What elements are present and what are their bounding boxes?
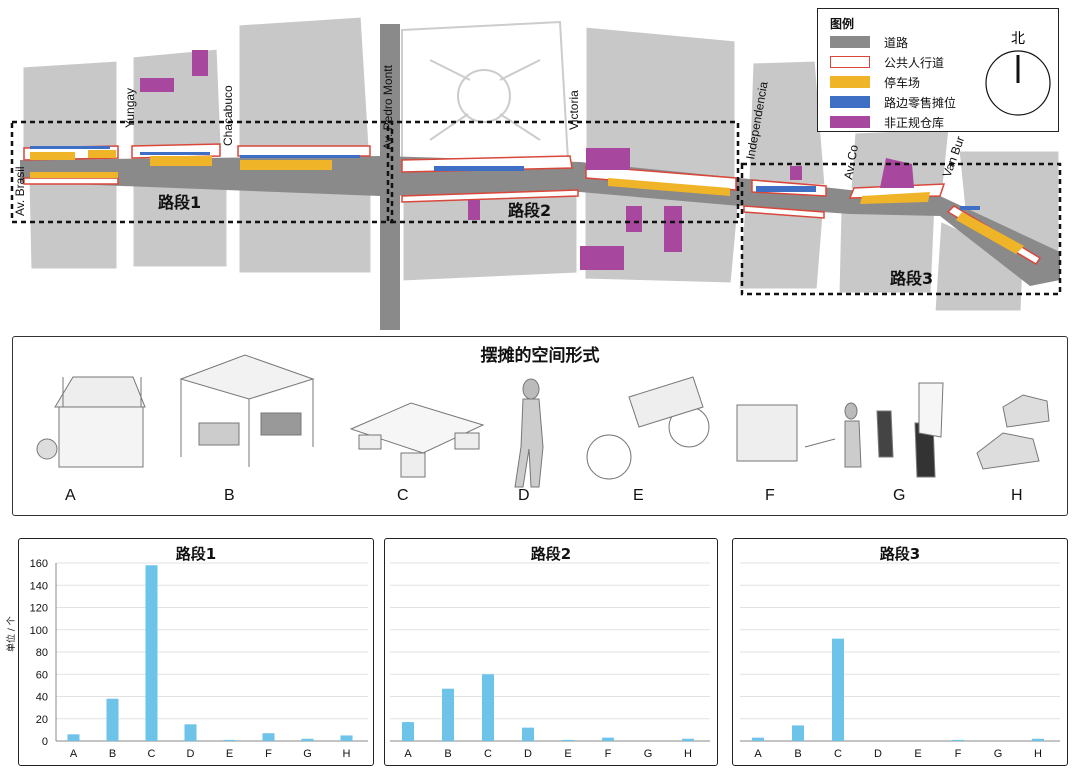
form-letter: F: [765, 487, 775, 504]
form-letter: D: [518, 487, 530, 504]
svg-text:北: 北: [1011, 31, 1025, 47]
legend-item: 公共人行道: [830, 53, 944, 71]
legend-swatch: [830, 96, 870, 108]
segment-label: 路段2: [508, 201, 551, 220]
segment-label: 路段1: [158, 193, 201, 212]
stall-forms-panel: 摆摊的空间形式: [12, 336, 1068, 516]
legend-label: 路边零售摊位: [884, 95, 957, 110]
street-label: Av. Co: [841, 143, 861, 180]
stall-illustrations: [36, 354, 1050, 488]
legend-item: 非正规仓库: [830, 113, 944, 131]
street-label: Yungay: [123, 88, 137, 128]
chart-title: 路段3: [879, 545, 921, 563]
street-label: Av. Pedro Montt: [381, 64, 395, 150]
form-letter: B: [224, 487, 235, 504]
legend-swatch: [830, 116, 870, 128]
street-label: Chacabuco: [221, 85, 235, 146]
y-axis-label: 单位 / 个: [7, 616, 17, 652]
segment-label: 路段3: [890, 269, 933, 288]
chart-panel-3: 路段3: [732, 538, 1068, 766]
chart-title: 路段2: [530, 545, 572, 563]
chart-panel-2: 路段2: [384, 538, 718, 766]
chart-title: 路段1: [175, 545, 217, 563]
legend-swatch: [830, 56, 870, 68]
legend-item: 路边零售摊位: [830, 93, 956, 111]
form-letter: G: [893, 487, 906, 504]
form-letter: E: [633, 487, 644, 504]
chart-panel-1: 路段1: [18, 538, 374, 766]
map-legend: 图例 道路 公共人行道 停车场 路边零售摊位 非正规仓库 北: [817, 8, 1059, 132]
street-map: Av. Brasil Yungay Chacabuco Av. Pedro Mo…: [10, 14, 1062, 330]
form-letter: C: [397, 487, 409, 504]
legend-title: 图例: [830, 17, 855, 31]
form-letter: H: [1011, 487, 1023, 504]
form-letter: A: [65, 487, 76, 504]
legend-item: 停车场: [830, 73, 920, 91]
panel-title: 摆摊的空间形式: [480, 346, 600, 366]
street-label: Av. Brasil: [13, 166, 27, 216]
legend-swatch: [830, 36, 870, 48]
street-label: Victoria: [567, 90, 581, 130]
legend-label: 停车场: [884, 75, 921, 90]
north-arrow-icon: 北: [985, 31, 1051, 116]
legend-swatch: [830, 76, 870, 88]
legend-label: 公共人行道: [884, 55, 945, 70]
legend-label: 非正规仓库: [884, 115, 945, 130]
legend-label: 道路: [884, 35, 909, 50]
legend-item: 道路: [830, 33, 908, 51]
